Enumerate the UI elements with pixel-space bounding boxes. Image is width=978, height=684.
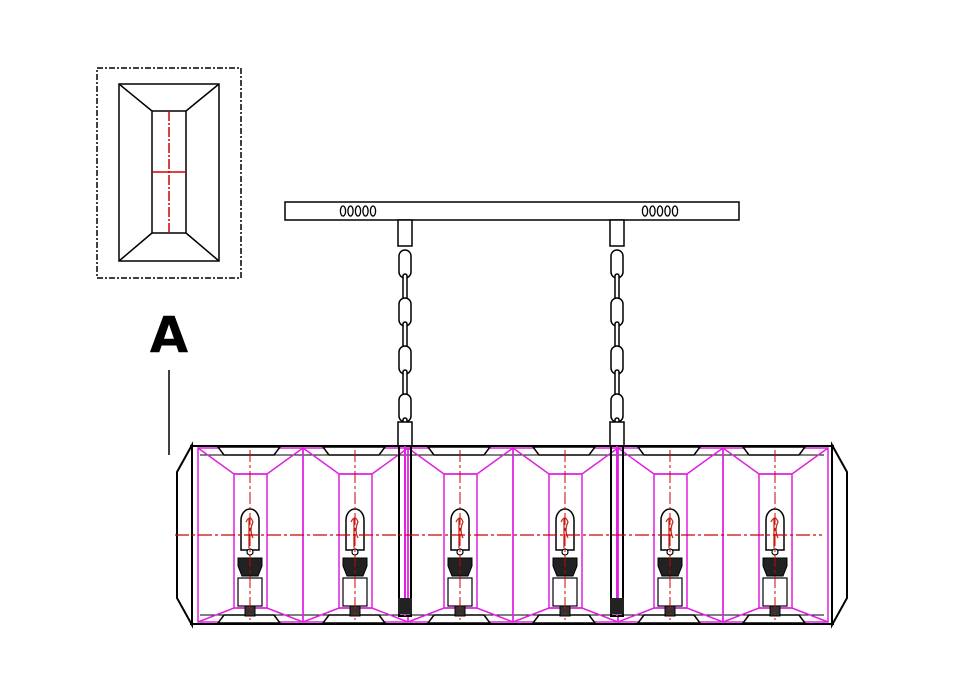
top-cup [321,446,387,456]
chain [609,219,625,447]
filament [560,517,569,548]
detail-bevel-line [118,232,153,262]
top-cup [636,446,702,456]
canopy-slot [354,205,362,217]
top-cup [741,446,807,456]
bottom-cup [321,614,387,624]
filament [665,517,674,548]
canopy-slot [641,205,649,217]
support-rod-end [398,598,412,614]
bottom-cup [636,614,702,624]
canopy-plate [284,201,740,221]
light-module [197,446,304,624]
light-module [512,446,619,624]
bottom-cup [216,614,282,624]
canopy-slot [656,205,664,217]
canopy [284,201,740,221]
canopy-slot [339,205,347,217]
detail-label: A [150,306,189,364]
detail-a-view [96,67,242,279]
canopy-slot [649,205,656,217]
light-module [407,446,514,624]
filament [350,517,359,548]
right-end-cap [831,441,848,629]
detail-bevel-line [118,83,153,112]
chain-hook [609,219,625,247]
chain-connector [397,421,413,447]
light-module [722,446,829,624]
bottom-cup [426,614,492,624]
top-cup [216,446,282,456]
bottom-cup [741,614,807,624]
detail-outer-frame [118,83,220,262]
support-rod-end [610,598,624,614]
canopy-slot [362,205,369,217]
filament [770,517,779,548]
canopy-slot [671,205,679,217]
chain-connector [609,421,625,447]
canopy-slot [664,205,671,217]
chain [397,219,413,447]
top-cup [531,446,597,456]
detail-border [96,67,242,279]
fixture-body [175,441,848,629]
canopy-slot [369,205,377,217]
canopy-slot [347,205,354,217]
filament [245,517,254,548]
detail-bevel-line [185,232,220,262]
bottom-cup [531,614,597,624]
top-cup [426,446,492,456]
detail-bevel-line [185,83,220,112]
chains [397,219,625,447]
filament [455,517,464,548]
chain-hook [397,219,413,247]
